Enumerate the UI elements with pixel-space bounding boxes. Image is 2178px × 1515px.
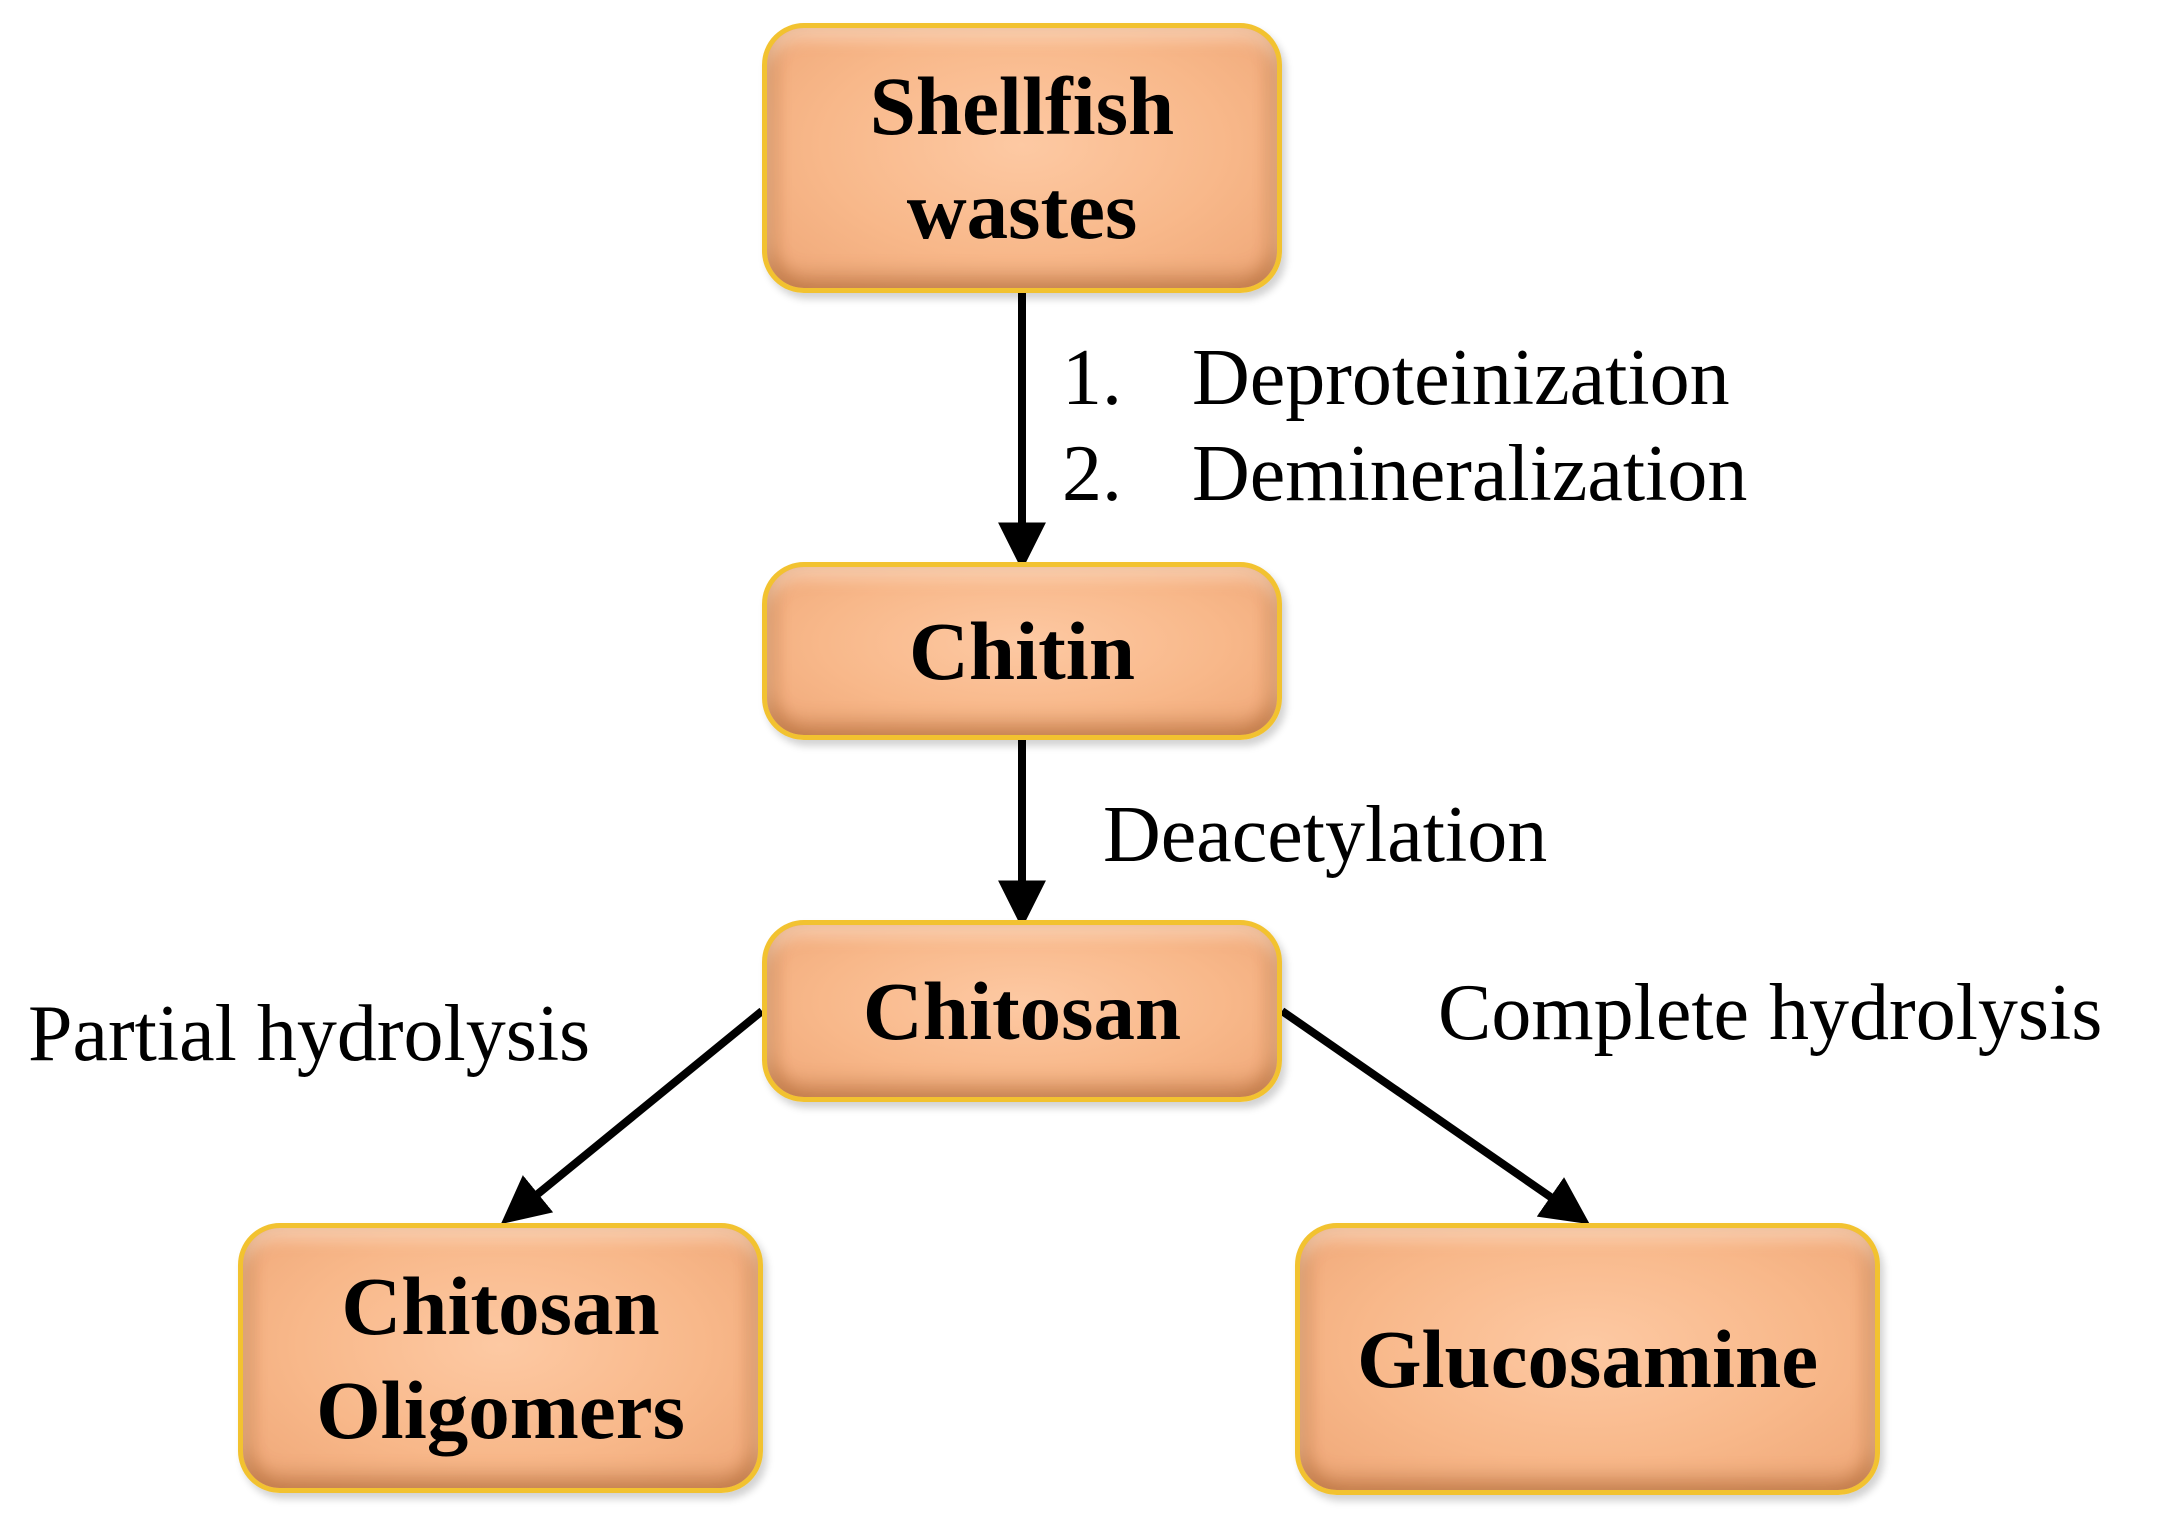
arrow-chitosan-to-glucosamine: [1279, 1007, 1590, 1225]
step-text: Demineralization: [1192, 430, 1748, 518]
node-chitosan-label: Chitosan: [862, 965, 1182, 1057]
step-number: 2.: [1062, 430, 1122, 518]
node-chitosan-oligomers: Chitosan Oligomers: [238, 1223, 763, 1493]
edge-label-partial-hydrolysis: Partial hydrolysis: [28, 990, 591, 1078]
node-chitosan: Chitosan: [762, 920, 1282, 1102]
step-number: 1.: [1062, 334, 1122, 422]
node-glucosamine: Glucosamine: [1295, 1223, 1880, 1495]
node-chitin-label: Chitin: [908, 605, 1136, 697]
node-glucosamine-label: Glucosamine: [1356, 1313, 1819, 1405]
node-chitosan-oligomers-label: Chitosan Oligomers: [316, 1260, 685, 1456]
node-chitin: Chitin: [762, 562, 1282, 740]
edge-label-deacetylation: Deacetylation: [1103, 791, 1548, 879]
step-item-demineralization: 2. Demineralization: [1062, 426, 1747, 522]
node-shellfish-wastes: Shellfish wastes: [762, 23, 1282, 293]
step-text: Deproteinization: [1192, 334, 1730, 422]
edge-label-complete-hydrolysis: Complete hydrolysis: [1438, 969, 2103, 1057]
node-shellfish-wastes-label: Shellfish wastes: [869, 60, 1175, 256]
arrow-chitosan-to-oligomers: [500, 1007, 765, 1225]
step-item-deproteinization: 1. Deproteinization: [1062, 330, 1747, 426]
edge-label-processing-steps: 1. Deproteinization 2. Demineralization: [1062, 330, 1747, 522]
